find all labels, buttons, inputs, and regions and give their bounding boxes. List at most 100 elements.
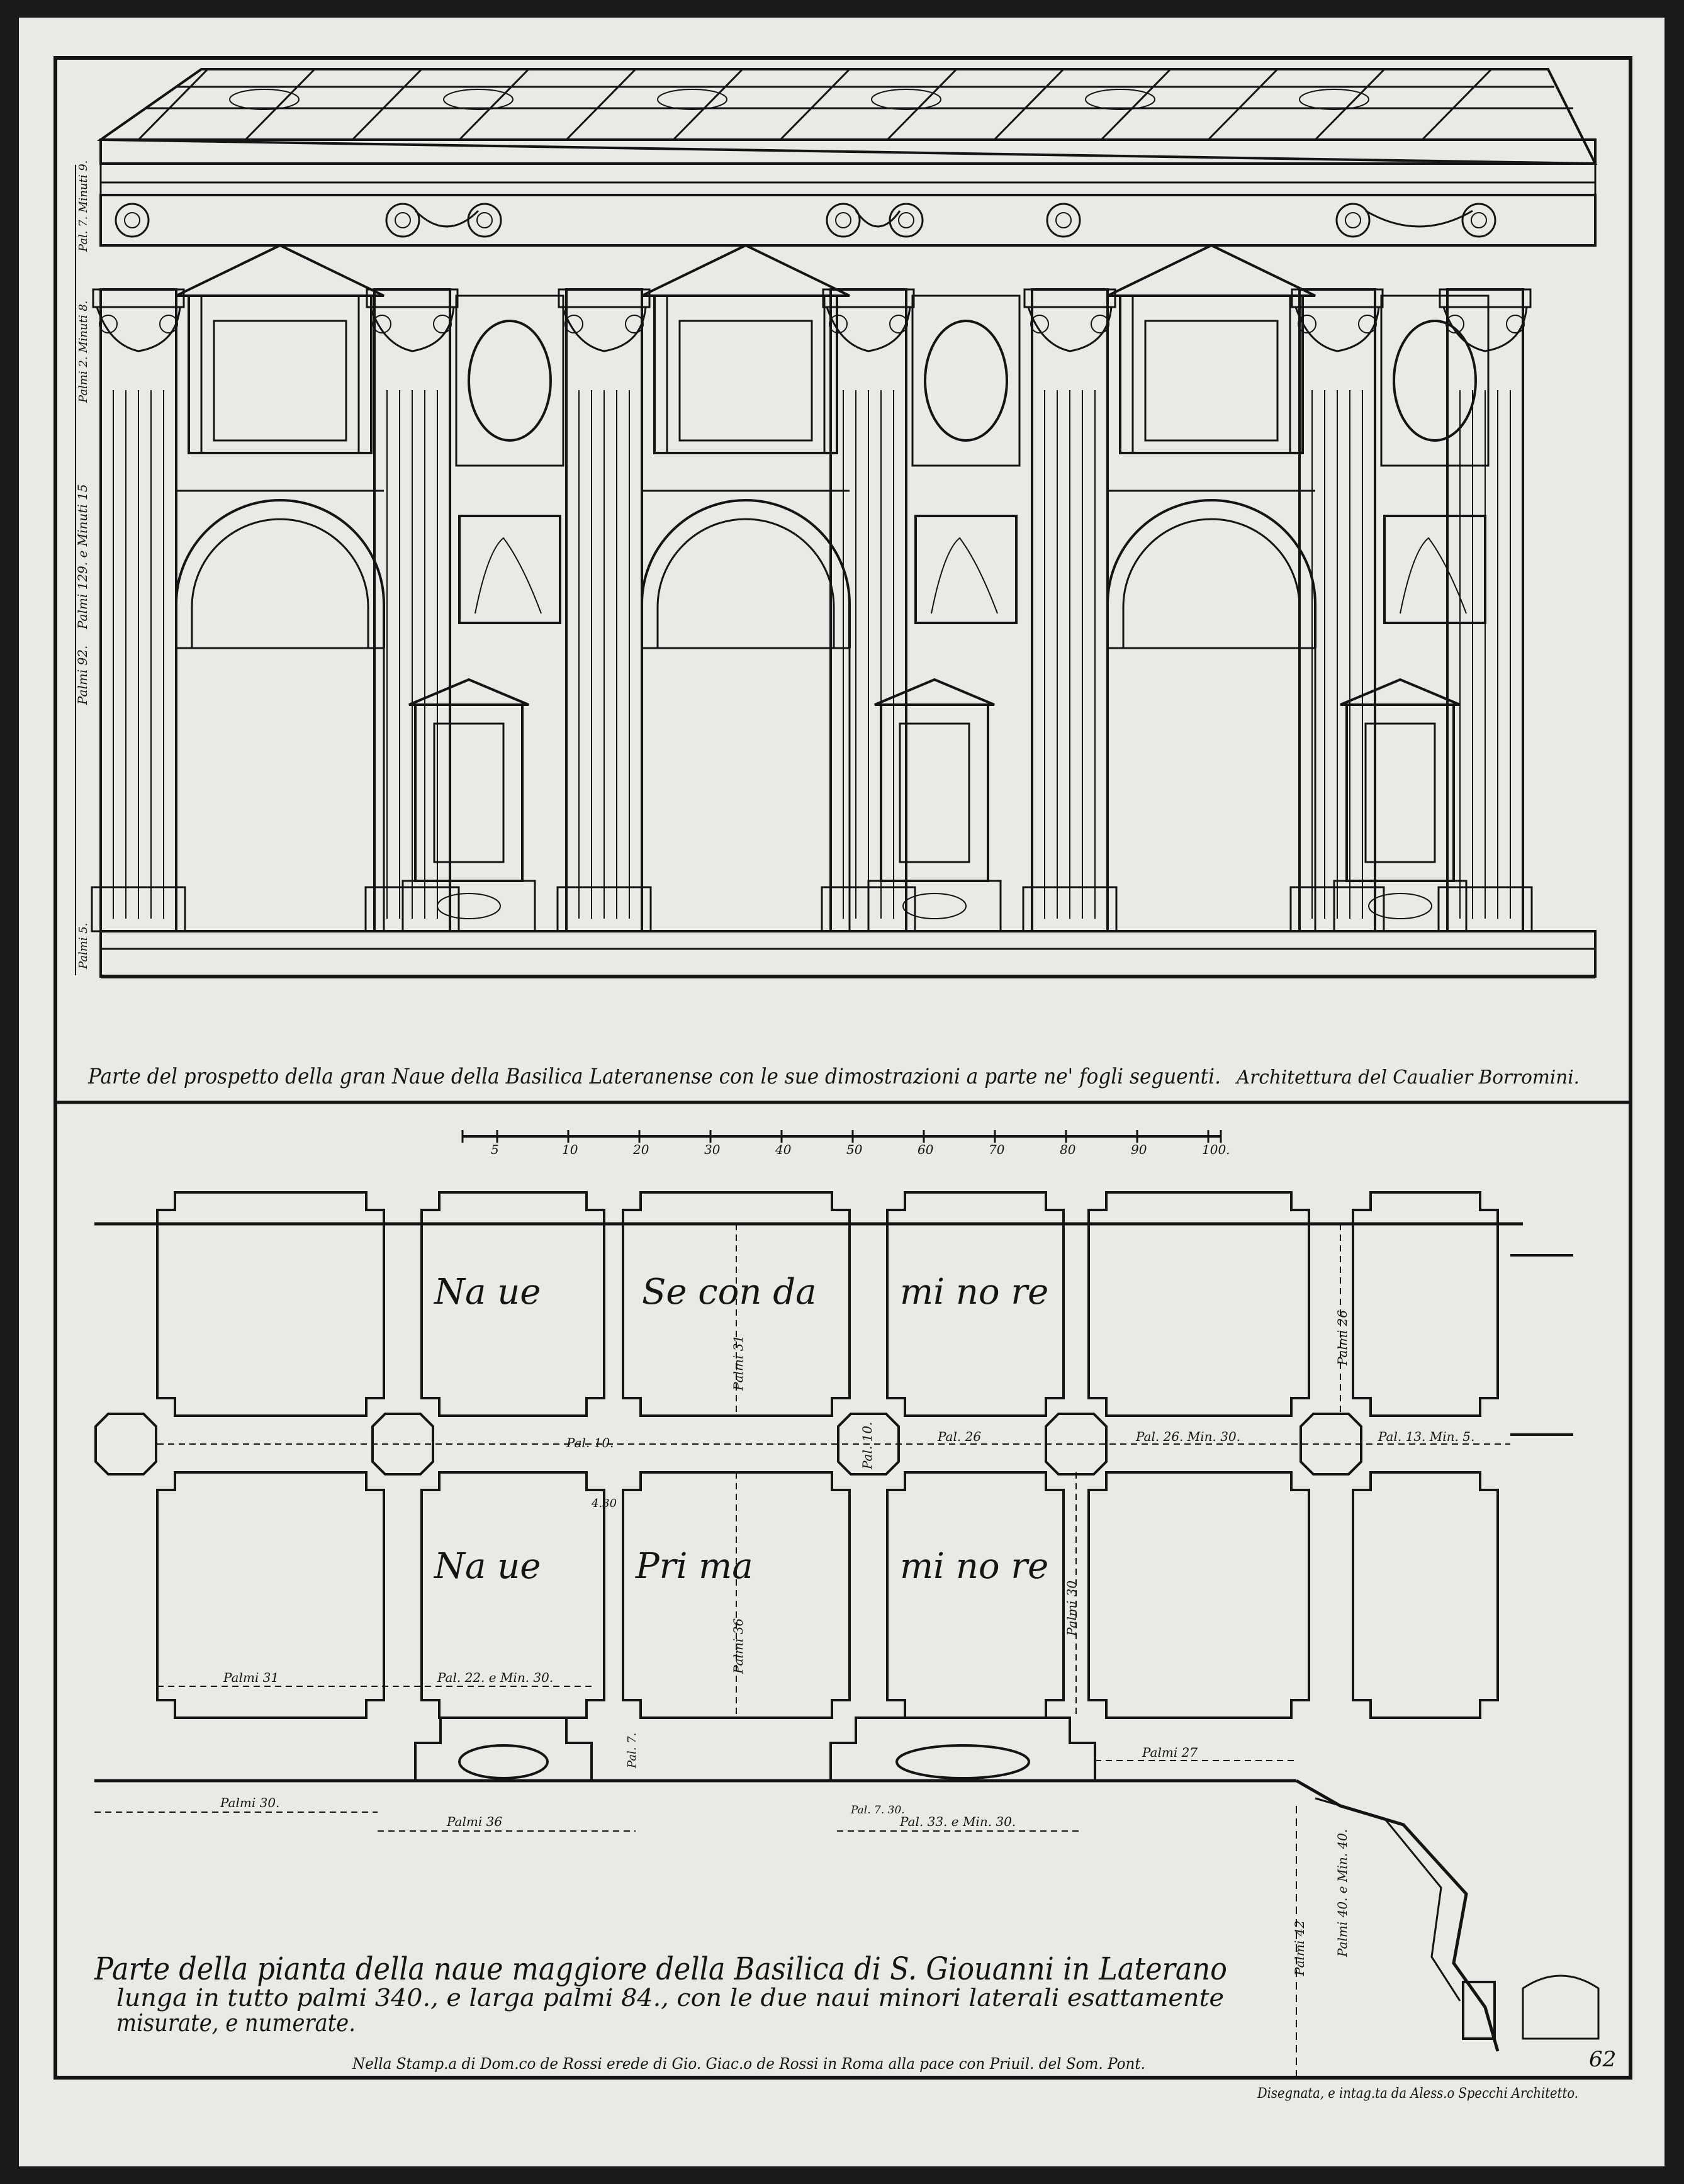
ceiling-rib [1207,68,1279,141]
ceiling-rosette [1299,89,1369,110]
dim-label: Pal. 26 [937,1429,981,1444]
ceiling-rib [886,68,958,141]
side-chapel [1295,1254,1600,2076]
pilaster-capital [1027,306,1113,352]
dim-label: Pal. 10. [566,1435,614,1450]
capital-volute [625,315,644,333]
frieze-wreath [1345,212,1361,228]
dim-label: Palmi 27 [1142,1745,1198,1760]
nave-arch [191,518,369,648]
pilaster-pedestal [1289,886,1385,932]
frieze-wreath [476,212,493,228]
oval-wreath-frame [1393,320,1477,442]
plan-bay [1352,1191,1499,1417]
aedicule-window [653,294,838,454]
dim-label: Palmi 40. e Min. 40. [1335,1829,1350,1957]
aedicule-window [1119,294,1304,454]
label-first-nave-1: Na ue [433,1546,541,1587]
ceiling-rib [351,68,423,141]
frieze-wreath [1471,212,1487,228]
scale-tick-label: 50 [846,1142,863,1157]
frieze-garland [1365,210,1473,228]
plan-bay [622,1471,851,1719]
pilaster-pedestal [91,886,186,932]
dim-label: Pal. 22. e Min. 30. [437,1670,553,1685]
pilaster-capital [369,306,455,352]
margin-note-upper: Palmi 2. Minuti 8. [77,301,90,404]
tabernacle-base [1333,880,1468,932]
plan-niche [829,1716,1096,1781]
aedicule-window [1144,320,1279,442]
plan-niche [414,1716,593,1781]
frieze-wreath [385,203,420,238]
aedicule-window [213,320,347,442]
dim-label: Palmi 26 [1335,1310,1350,1366]
oval-wreath-frame [468,320,552,442]
scale-tick-label: 70 [989,1142,1005,1157]
ceiling-rosette [1085,89,1155,110]
margin-measure: Palmi 129. e Minuti 15 Palmi 92. Palmi 2… [75,160,90,975]
nave-arch [1122,518,1301,648]
dim-label: Palmi 31 [223,1670,279,1685]
frieze-wreath [889,203,924,238]
dim-label: Palmi 30. [220,1795,279,1810]
frieze-wreath [1046,203,1081,238]
frieze-wreath [124,212,140,228]
plan-pier [94,1413,157,1476]
capital-volute [564,315,583,333]
pilaster-pedestal [821,886,916,932]
pilaster-pedestal [556,886,652,932]
scale-tick-label: 10 [562,1142,578,1157]
dim-label: Pal. 7. [626,1733,639,1769]
pilaster-capital [366,288,459,308]
plan-pier [837,1413,900,1476]
ceiling-rib [565,68,637,141]
scale-tick-label: 80 [1060,1142,1076,1157]
scale-tick-label: 30 [704,1142,721,1157]
plan-bay [156,1471,385,1719]
tabernacle-niche [899,722,970,863]
plan-title-line-2: lunga in tutto palmi 340., e larga palmi… [116,1984,1224,2012]
plan-pier [1299,1413,1362,1476]
dim-label: 4.30 [591,1497,617,1510]
ceiling-rib [1100,68,1172,141]
tabernacle-niche [1364,722,1436,863]
frieze-wreath [395,212,411,228]
capital-volute [1506,315,1525,333]
pilaster-capital [822,288,915,308]
capital-volute [373,315,391,333]
capital-volute [889,315,908,333]
ceiling-rosette [871,89,941,110]
pilaster-pedestal [1437,886,1533,932]
ceiling-rib [779,68,851,141]
oval-wreath-frame [924,320,1008,442]
scale-tick-label: 40 [775,1142,792,1157]
frieze-wreath [826,203,861,238]
relief-figures [474,537,542,614]
ceiling-rosette [443,89,514,110]
ceiling-rib [1421,68,1493,141]
capital-volute [1030,315,1049,333]
scale-tick-label: 5 [491,1142,499,1157]
pilaster-capital [1291,288,1384,308]
capital-volute [829,315,848,333]
scale-tick-label: 20 [632,1142,649,1157]
capital-volute [433,315,452,333]
capital-volute [1445,315,1464,333]
dim-label: Palmi 31 [731,1335,746,1391]
frieze-garland [414,210,480,228]
capital-volute [159,315,178,333]
plan-bay [420,1471,605,1719]
architect-credit: Architettura del Caualier Borromini. [1235,1067,1580,1089]
oval-frame-panel [455,294,564,467]
aedicule-window [188,294,373,454]
frieze [99,162,1597,247]
nave-arch [641,499,851,648]
label-first-nave-2: Pri ma [635,1546,753,1587]
plate-number: 62 [1589,2047,1616,2072]
margin-note-total: Palmi 129. e Minuti 15 [75,484,90,630]
dim-label: Palmi 36 [446,1814,502,1829]
plan-bay [622,1191,851,1417]
plan-niche-base [895,1744,1030,1779]
